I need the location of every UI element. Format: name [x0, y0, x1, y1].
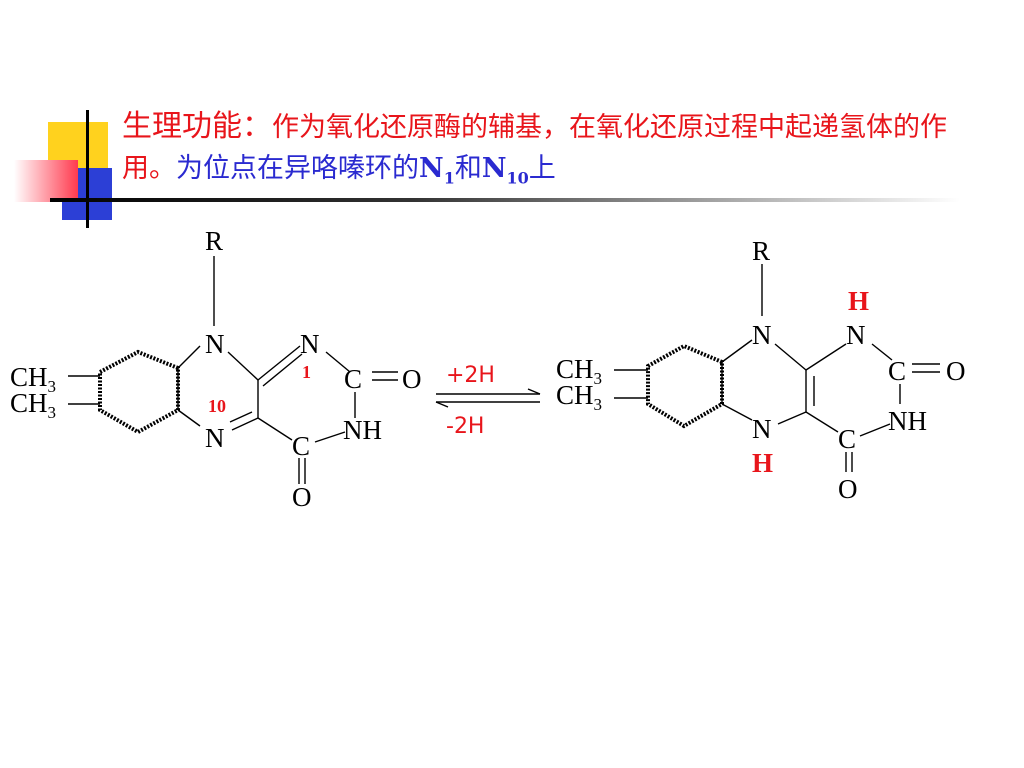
left-bond-n-ring	[177, 345, 201, 369]
right-n-bottom: N	[752, 414, 772, 444]
left-bond-c-c2	[257, 417, 293, 441]
left-ch3-b: CH3	[10, 388, 56, 422]
left-n-bottom: N	[205, 423, 225, 453]
title-blue-prefix: 为位点在异咯嗪环的	[176, 153, 419, 184]
title-n1-sub: 1	[443, 168, 455, 188]
right-bond-nh-c	[859, 423, 891, 437]
right-c-carbonyl: C	[888, 356, 906, 386]
deco-horizontal-rule	[50, 198, 960, 202]
left-n-right: N	[300, 329, 320, 359]
right-n-right: N	[846, 320, 866, 350]
title-heading: 生理功能：	[122, 109, 272, 144]
left-r-label: R	[205, 226, 223, 256]
right-bond-n-ring	[721, 339, 753, 363]
left-bond-n1-c	[325, 351, 351, 373]
title-red-text: 作为氧化还原酶的辅基，在氧化还原过程中起递氢体的作用。	[122, 112, 947, 184]
left-structure: R N N N C O NH C O CH3 CH3 1 10	[10, 226, 422, 512]
left-bond-c-n10-double	[229, 411, 253, 423]
equilibrium-arrows: +2H -2H	[435, 363, 541, 439]
left-c-lower: C	[292, 431, 310, 461]
forward-arrow-head	[527, 388, 541, 395]
right-structure: R H N N C O NH N H C O CH3 CH3	[556, 236, 966, 504]
left-nh: NH	[343, 415, 382, 445]
title-n10: N10	[481, 153, 529, 188]
left-c-carbonyl: C	[344, 364, 362, 394]
title-n10-sub: 10	[506, 168, 529, 188]
title-conjunction: 和	[454, 153, 482, 184]
right-bond-n10-ring	[721, 403, 753, 421]
left-bond-c-n1	[257, 345, 301, 381]
forward-label: +2H	[446, 363, 495, 388]
reverse-label: -2H	[446, 414, 484, 439]
reverse-arrow-head	[435, 401, 449, 408]
left-bond-n10-ring	[177, 409, 201, 427]
right-benzene-ring	[646, 343, 724, 429]
left-position-1-label: 1	[302, 362, 311, 382]
title-n1: N1	[419, 153, 455, 188]
right-h-top: H	[848, 286, 869, 316]
right-r-label: R	[752, 236, 770, 266]
right-o-lower: O	[838, 474, 858, 504]
left-o-right: O	[402, 364, 422, 394]
left-ch3-a: CH3	[10, 362, 56, 396]
left-position-10-label: 10	[208, 396, 226, 416]
left-bond-c-n1-double	[262, 353, 303, 387]
right-h-bottom: H	[752, 448, 773, 478]
left-o-lower: O	[292, 482, 312, 512]
right-ch3-a: CH3	[556, 354, 602, 388]
deco-red-gradient	[14, 160, 78, 202]
right-bond-c-c2	[805, 411, 839, 433]
left-bond-c-n10	[231, 417, 259, 431]
left-n-top: N	[205, 329, 225, 359]
right-nh: NH	[888, 406, 927, 436]
left-bond-n-c	[227, 351, 259, 381]
right-n-top: N	[752, 320, 772, 350]
deco-vertical-line	[86, 110, 89, 228]
right-bond-c-n	[805, 343, 847, 371]
title-n10-base: N	[481, 153, 507, 184]
right-c-lower: C	[838, 424, 856, 454]
right-bond-c-n10	[777, 411, 807, 425]
title-n1-base: N	[419, 153, 444, 184]
right-bond-n-c	[774, 343, 807, 371]
right-ch3-b: CH3	[556, 380, 602, 414]
left-bond-nh-c	[314, 431, 346, 443]
right-o-right: O	[946, 356, 966, 386]
slide-title: 生理功能：作为氧化还原酶的辅基，在氧化还原过程中起递氢体的作用。为位点在异咯嗪环…	[122, 108, 982, 197]
left-benzene-ring	[98, 349, 180, 435]
title-suffix: 上	[528, 153, 556, 184]
right-bond-n-c2	[871, 343, 893, 361]
